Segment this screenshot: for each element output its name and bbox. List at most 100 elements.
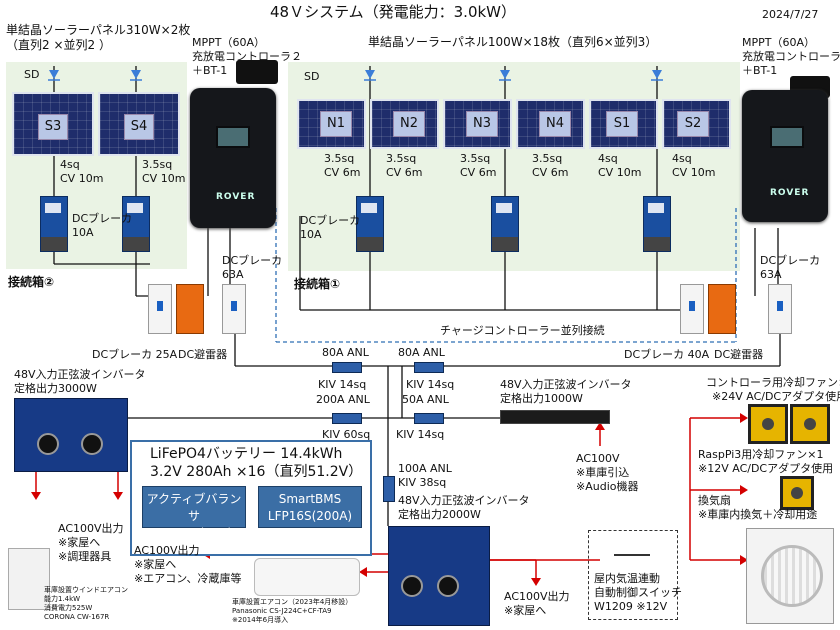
ventilation-fan bbox=[746, 528, 834, 624]
left-breaker-rating: 10A bbox=[72, 226, 94, 239]
parallel-connection-label: チャージコントローラー並列接続 bbox=[440, 324, 605, 337]
temperature-switch-box bbox=[588, 530, 678, 620]
rpi-fan-note: ※12V AC/DCアダプタ使用 bbox=[698, 462, 834, 475]
dc-breaker-63a-ctrl1 bbox=[768, 284, 792, 334]
window-ac-l3: 消費電力525W bbox=[44, 604, 93, 612]
cable-size-s2: 4sq bbox=[672, 152, 692, 165]
controller1-breaker-label: DCブレーカ bbox=[760, 254, 821, 267]
anl-50a-label: 50A ANL bbox=[402, 393, 449, 406]
anl-fuse-200a bbox=[332, 413, 362, 424]
controller1-spec: MPPT（60A） bbox=[742, 36, 815, 49]
kiv14-left-label: KIV 14sq bbox=[318, 378, 367, 391]
battery-config: 3.2V 280Ah ×16（直列51.2V） bbox=[150, 464, 363, 480]
dc-breaker-10a-s4 bbox=[122, 196, 150, 252]
surge-left-label: DC避雷器 bbox=[178, 348, 228, 361]
room-ac-l2: Panasonic CS-J224C+CF-TA9 bbox=[232, 607, 332, 615]
raspi-cooling-fan bbox=[780, 476, 814, 510]
breaker-40a-label: DCブレーカ 40A bbox=[624, 348, 710, 361]
controller2-name: 充放電コントローラ２ bbox=[192, 50, 302, 63]
dc-surge-arrester-left bbox=[176, 284, 204, 334]
charge-controller-2: ROVER bbox=[190, 88, 276, 228]
balancer-model: LFP16S(10A) bbox=[155, 526, 233, 540]
inverter3000-out-2: ※調理器具 bbox=[58, 550, 112, 563]
room-ac-l1: 車庫設置エアコン（2023年4月移設） bbox=[232, 598, 353, 606]
cable-len-s4: CV 10m bbox=[142, 172, 186, 185]
inverter-1000w bbox=[500, 410, 610, 424]
inverter1000-ac-1: ※車庫引込 bbox=[576, 466, 630, 479]
cable-len-n1: CV 6m bbox=[324, 166, 361, 179]
dc-breaker-10a-s12 bbox=[643, 196, 671, 252]
controller1-bt: ＋BT-1 bbox=[742, 64, 778, 77]
dc-surge-arrester-right bbox=[708, 284, 736, 334]
ac-out-house-title: AC100V出力 bbox=[504, 590, 570, 603]
controller2-breaker-rating: 63A bbox=[222, 268, 244, 281]
inverter3000-out-1: ※家屋へ bbox=[58, 536, 101, 549]
anl-fuse-100a bbox=[383, 476, 395, 502]
ctrl-fan-title: コントローラ用冷却ファン×2 bbox=[706, 376, 840, 389]
rpi-fan-title: RaspPi3用冷却ファン×1 bbox=[698, 448, 824, 461]
controller-cooling-fan-1 bbox=[748, 404, 788, 444]
inverter3000-out-title: AC100V出力 bbox=[58, 522, 124, 535]
kiv14-right-label: KIV 14sq bbox=[406, 378, 455, 391]
inverter2000-out-1: ※家屋へ bbox=[134, 558, 177, 571]
controller1-name: 充放電コントローラ１ bbox=[742, 50, 840, 63]
cable-size-n2: 3.5sq bbox=[386, 152, 417, 165]
charge-controller-1: ROVER bbox=[742, 90, 828, 222]
left-sd-label: SD bbox=[24, 68, 40, 81]
inverter2000-out-title: AC100V出力 bbox=[134, 544, 200, 557]
cable-len-n2: CV 6m bbox=[386, 166, 423, 179]
switch-l1: 屋内気温連動 bbox=[594, 572, 660, 585]
inverter-2000w bbox=[388, 526, 490, 626]
inverter3000-rating: 定格出力3000W bbox=[14, 382, 97, 395]
vent-fan-title: 換気扇 bbox=[698, 494, 731, 507]
controller2-bt: ＋BT-1 bbox=[192, 64, 228, 77]
ctrl-fan-note: ※24V AC/DCアダプタ使用 bbox=[712, 390, 840, 403]
kiv38-label: KIV 38sq bbox=[398, 476, 447, 489]
inverter1000-rating: 定格出力1000W bbox=[500, 392, 583, 405]
panel-label-s1: S1 bbox=[606, 111, 638, 137]
vent-fan-note: ※車庫内換気＋冷却用途 bbox=[698, 508, 818, 521]
dc-breaker-63a-ctrl2 bbox=[222, 284, 246, 334]
anl-80a-right-label: 80A ANL bbox=[398, 346, 445, 359]
right-array-title: 単結晶ソーラーパネル100W×18枚（直列6×並列3） bbox=[368, 35, 658, 49]
anl-fuse-80a-right bbox=[414, 362, 444, 373]
inverter2000-rating: 定格出力2000W bbox=[398, 508, 481, 521]
right-breaker-label: DCブレーカ bbox=[300, 214, 361, 227]
bms-name: SmartBMS bbox=[278, 492, 342, 506]
smart-bms: SmartBMS LFP16S(200A) bbox=[258, 486, 362, 528]
inverter1000-title: 48V入力正弦波インバータ bbox=[500, 378, 632, 391]
kiv14-mid-label: KIV 14sq bbox=[396, 428, 445, 441]
bt1-module-2 bbox=[236, 60, 278, 84]
dc-breaker-10a-n34 bbox=[491, 196, 519, 252]
window-air-conditioner bbox=[8, 548, 50, 610]
window-ac-l1: 車庫設置ウインドエアコン bbox=[44, 586, 128, 594]
panel-label-n1: N1 bbox=[320, 111, 352, 137]
left-breaker-label: DCブレーカ bbox=[72, 212, 133, 225]
anl-200a-label: 200A ANL bbox=[316, 393, 370, 406]
controller2-breaker-label: DCブレーカ bbox=[222, 254, 283, 267]
switch-l2: 自動制御スイッチ bbox=[594, 586, 682, 599]
dc-breaker-10a-s3 bbox=[40, 196, 68, 252]
window-ac-l2: 能力1.4kW bbox=[44, 595, 81, 603]
anl-100a-label: 100A ANL bbox=[398, 462, 452, 475]
breaker-25a-label: DCブレーカ 25A bbox=[92, 348, 178, 361]
active-balancer: アクティブバランサ LFP16S(10A) bbox=[142, 486, 246, 540]
room-air-conditioner bbox=[254, 558, 360, 596]
right-breaker-rating: 10A bbox=[300, 228, 322, 241]
right-sd-label: SD bbox=[304, 70, 320, 83]
cable-size-s3: 4sq bbox=[60, 158, 80, 171]
balancer-name: アクティブバランサ bbox=[146, 492, 242, 523]
cable-size-s4: 3.5sq bbox=[142, 158, 173, 171]
inverter1000-ac-2: ※Audio機器 bbox=[576, 480, 639, 493]
cable-len-n4: CV 6m bbox=[532, 166, 569, 179]
document-date: 2024/7/27 bbox=[762, 8, 819, 21]
inverter2000-out-2: ※エアコン、冷蔵庫等 bbox=[134, 572, 242, 585]
inverter-3000w bbox=[14, 398, 128, 472]
cable-size-n4: 3.5sq bbox=[532, 152, 563, 165]
ac-out-house-note: ※家屋へ bbox=[504, 604, 547, 617]
panel-label-s3: S3 bbox=[38, 114, 68, 140]
junction-box-2-label: 接続箱② bbox=[8, 275, 55, 289]
surge-right-label: DC避雷器 bbox=[714, 348, 764, 361]
cable-len-s2: CV 10m bbox=[672, 166, 716, 179]
anl-fuse-80a-left bbox=[332, 362, 362, 373]
